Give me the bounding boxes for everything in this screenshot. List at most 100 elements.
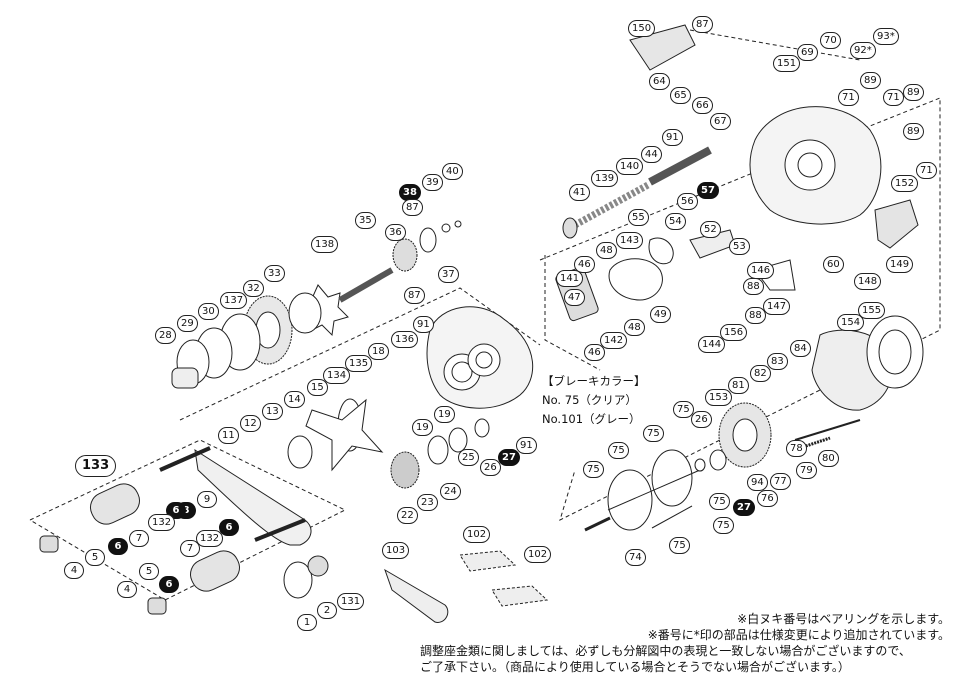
dashed-outline-top: [689, 29, 861, 61]
part-callout-12: 12: [240, 415, 261, 432]
part-callout-89: 89: [903, 84, 924, 101]
part-callout-69: 69: [797, 44, 818, 61]
part-callout-94: 94: [747, 474, 768, 491]
part-callout-14: 14: [284, 391, 305, 408]
part-callout-152: 152: [891, 175, 919, 192]
part-callout-82: 82: [750, 365, 771, 382]
part-callout-146: 146: [747, 262, 775, 279]
part-callout-5: 5: [85, 549, 105, 566]
part-callout-57: 57: [697, 182, 719, 199]
part-callout-18: 18: [368, 343, 389, 360]
part-callout-71: 71: [883, 89, 904, 106]
part-callout-37: 37: [438, 266, 459, 283]
footnotes: ※白ヌキ番号はベアリングを示します。 ※番号に*印の部品は仕様変更により追加され…: [420, 611, 950, 675]
part-callout-102: 102: [463, 526, 491, 543]
part-callout-75: 75: [709, 493, 730, 510]
part-callout-140: 140: [616, 158, 644, 175]
part-callout-74: 74: [625, 549, 646, 566]
bar-44: [648, 146, 712, 186]
part-callout-47: 47: [564, 289, 585, 306]
part-callout-137: 137: [220, 292, 248, 309]
part-callout-27: 27: [733, 499, 755, 516]
part-callout-79: 79: [796, 462, 817, 479]
part-callout-46: 46: [584, 344, 605, 361]
part-callout-56: 56: [677, 193, 698, 210]
part-callout-24: 24: [440, 483, 461, 500]
part-callout-150: 150: [628, 20, 656, 37]
part-callout-84: 84: [790, 340, 811, 357]
part-callout-75: 75: [583, 461, 604, 478]
pinion-gear: [392, 238, 418, 272]
part-callout-156: 156: [720, 324, 748, 341]
part-callout-75: 75: [669, 537, 690, 554]
part-callout-25: 25: [458, 449, 479, 466]
part-callout-103: 103: [382, 542, 410, 559]
part-callout-91: 91: [413, 316, 434, 333]
part-callout-102: 102: [524, 546, 552, 563]
part-callout-143: 143: [616, 232, 644, 249]
part-callout-53: 53: [729, 238, 750, 255]
part-callout-52: 52: [700, 221, 721, 238]
part-callout-88: 88: [743, 278, 764, 295]
brake-color-line-1: No. 75（クリア）: [542, 393, 637, 407]
part-callout-138: 138: [311, 236, 339, 253]
part-callout-75: 75: [713, 517, 734, 534]
part-callout-133: 133: [75, 455, 117, 477]
part-callout-35: 35: [355, 212, 376, 229]
part-callout-91: 91: [516, 437, 537, 454]
handle-knob-2: [190, 550, 240, 592]
part-callout-11: 11: [218, 427, 239, 444]
part-callout-70: 70: [820, 32, 841, 49]
dashed-outline-mid: [544, 255, 601, 371]
part-callout-5: 5: [139, 563, 159, 580]
part-callout-131: 131: [337, 593, 365, 610]
part-callout-46: 46: [574, 256, 595, 273]
part-callout-27: 27: [498, 449, 520, 466]
part-callout-19: 19: [434, 406, 455, 423]
part-callout-153: 153: [705, 389, 733, 406]
part-callout-19: 19: [412, 419, 433, 436]
part-callout-65: 65: [670, 87, 691, 104]
part-callout-80: 80: [818, 450, 839, 467]
part-callout-29: 29: [177, 315, 198, 332]
part-callout-6: 6: [159, 576, 179, 593]
dashed-outline-left: [179, 287, 541, 421]
part-callout-147: 147: [763, 298, 791, 315]
part-callout-7: 7: [180, 540, 200, 557]
part-callout-136: 136: [391, 331, 419, 348]
part-callout-28: 28: [155, 327, 176, 344]
part-callout-54: 54: [665, 213, 686, 230]
part-callout-40: 40: [442, 163, 463, 180]
part-callout-87: 87: [692, 16, 713, 33]
note-bearing: ※白ヌキ番号はベアリングを示します。: [737, 612, 950, 626]
part-callout-48: 48: [624, 319, 645, 336]
brake-color-line-2: No.101（グレー）: [542, 412, 641, 426]
part-callout-64: 64: [649, 73, 670, 90]
part-callout-22: 22: [397, 507, 418, 524]
part-callout-135: 135: [345, 355, 373, 372]
part-callout-36: 36: [385, 224, 406, 241]
thumb-bar-148: [874, 199, 919, 249]
clutch-cam-49: [608, 258, 663, 301]
part-callout-88: 88: [745, 307, 766, 324]
part-callout-151: 151: [773, 55, 801, 72]
part-callout-92-star: 92*: [850, 42, 876, 59]
sticker-102: [459, 550, 549, 607]
part-callout-23: 23: [417, 494, 438, 511]
part-callout-81: 81: [728, 377, 749, 394]
part-callout-83: 83: [767, 353, 788, 370]
part-callout-2: 2: [317, 602, 337, 619]
part-callout-71: 71: [916, 162, 937, 179]
part-callout-32: 32: [243, 280, 264, 297]
part-callout-9: 9: [197, 491, 217, 508]
part-callout-71: 71: [838, 89, 859, 106]
part-callout-132: 132: [148, 514, 176, 531]
part-callout-4: 4: [64, 562, 84, 579]
part-callout-26: 26: [480, 459, 501, 476]
part-callout-155: 155: [858, 302, 886, 319]
part-callout-134: 134: [323, 367, 351, 384]
part-callout-66: 66: [692, 97, 713, 114]
part-callout-89: 89: [903, 123, 924, 140]
dashed-outline-right: [539, 97, 941, 521]
